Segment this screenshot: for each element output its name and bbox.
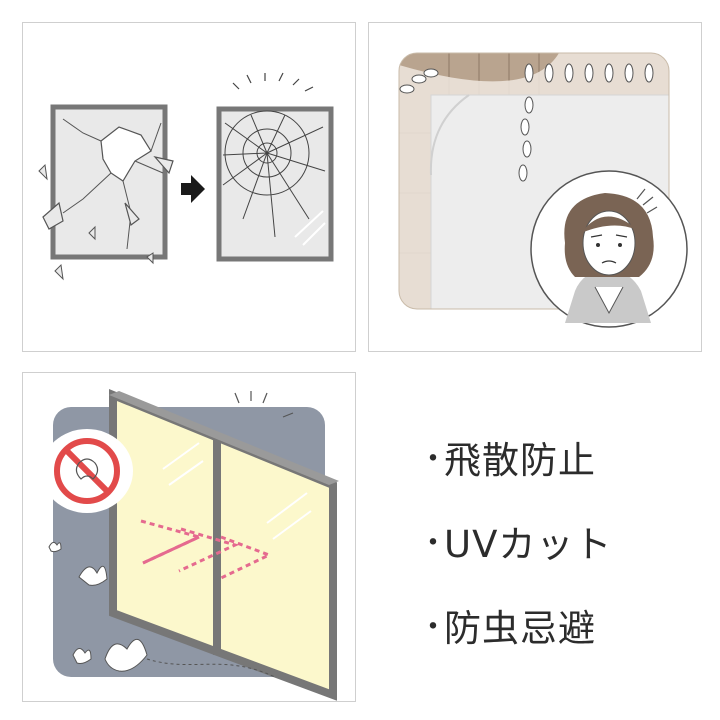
bullet: ・	[418, 526, 448, 561]
worried-woman-icon	[530, 170, 688, 328]
no-bugs-icon	[41, 429, 133, 513]
curtain-icon	[399, 63, 654, 182]
cracked-glass-window-icon	[216, 72, 334, 262]
feature-list: ・ 飛散防止 ・ UVカット ・ 防虫忌避	[418, 418, 708, 670]
feature-uv-cut: ・ UVカット	[418, 502, 708, 586]
feature-insect-repellent: ・ 防虫忌避	[418, 586, 708, 670]
insect-repellent-illustration	[41, 389, 339, 701]
feature-label: 防虫忌避	[444, 606, 596, 650]
uv-arrow-icon	[140, 519, 273, 581]
moth-icon	[48, 541, 276, 678]
uv-cut-illustration	[398, 52, 688, 328]
feature-shatterproof: ・ 飛散防止	[418, 418, 708, 502]
feature-label: UVカット	[444, 522, 613, 566]
panel-shatterproof	[22, 22, 356, 352]
bullet: ・	[418, 442, 448, 477]
bullet: ・	[418, 610, 448, 645]
broken-glass-window-icon	[38, 104, 174, 281]
window-icon	[109, 389, 339, 701]
feature-label: 飛散防止	[444, 438, 596, 482]
panel-insect-repellent	[22, 372, 356, 702]
arrow-right-icon	[181, 175, 205, 203]
shatterproof-illustration	[38, 72, 334, 281]
panel-uv-cut	[368, 22, 702, 352]
